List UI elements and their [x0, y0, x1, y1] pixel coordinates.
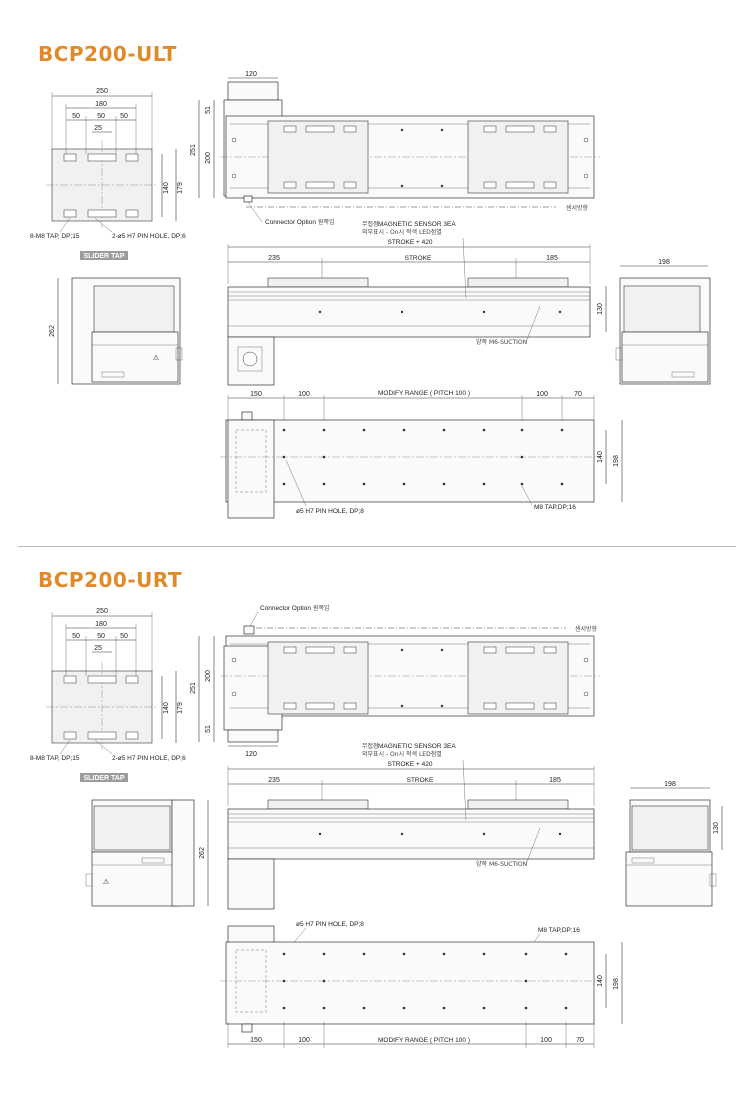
dim-179: 179 [177, 702, 184, 714]
dim-235: 235 [268, 777, 280, 784]
dim-140b: 140 [597, 451, 604, 463]
left-end-view: ⚠ 262 [85, 799, 209, 907]
drawing-ult: 250 180 50 50 50 25 140 179 8-M8 TAP, DP… [30, 71, 711, 519]
dim-50a: 50 [72, 113, 80, 120]
dim-120: 120 [245, 751, 257, 758]
dim-25: 25 [94, 125, 102, 132]
slider-top-view: 250 180 50 50 50 25 140 179 8-M8 TAP, DP… [30, 88, 186, 260]
label-sensor-direction: 센서방향 [566, 204, 589, 212]
dim-179: 179 [177, 182, 184, 194]
dim-262: 262 [199, 847, 206, 859]
dim-140b: 140 [597, 975, 604, 987]
dim-185: 185 [549, 777, 561, 784]
dim-198: 198 [658, 259, 670, 266]
dim-250: 250 [96, 88, 108, 95]
dim-70: 70 [574, 391, 582, 398]
label-sensor-direction: 센서방향 [575, 625, 598, 633]
label-stroke-420: STROKE + 420 [388, 239, 433, 246]
label-pin-hole-2: 2-ø5 H7 PIN HOLE, DP;6 [112, 755, 186, 762]
dim-198: 198 [664, 781, 676, 788]
dim-250: 250 [96, 608, 108, 615]
left-end-view: ⚠ 262 [49, 277, 183, 385]
label-stroke: STROKE [405, 255, 432, 262]
svg-text:⚠: ⚠ [103, 878, 109, 886]
label-connector-ko: 원쪽임 [318, 218, 335, 226]
label-suction: 양쪽 M6-SUCTION [476, 338, 527, 346]
dim-100b: 100 [540, 1037, 552, 1044]
dim-100a: 100 [298, 391, 310, 398]
dim-262: 262 [49, 325, 56, 337]
dim-140: 140 [163, 702, 170, 714]
label-suction: 양쪽 M6-SUCTION [476, 860, 527, 868]
slider-tap-badge: SLIDER TAP [83, 775, 124, 782]
dim-50b: 50 [97, 633, 105, 640]
label-connector: Connector Option [260, 605, 311, 612]
section-title-urt: BCP200-URT [38, 568, 183, 592]
dim-251: 251 [190, 682, 197, 694]
label-m8-tap: M8 TAP,DP;16 [534, 504, 576, 511]
dim-180: 180 [95, 621, 107, 628]
label-sensor-sub: 외부표시 - On시 적색 LED점멸 [362, 750, 442, 758]
dim-140: 140 [163, 182, 170, 194]
label-connector: Connector Option [265, 219, 316, 226]
dim-130: 130 [597, 303, 604, 315]
dim-51: 51 [205, 106, 212, 114]
drawing-urt: 250 180 50 50 50 25 140 179 8-M8 TAP, DP… [30, 604, 723, 1048]
label-connector-ko: 원쪽임 [313, 604, 330, 612]
label-tap-m8: 8-M8 TAP, DP;15 [30, 755, 80, 762]
label-modify-range: MODIFY RANGE ( PITCH 100 ) [378, 1037, 470, 1044]
bottom-view: ø5 H7 PIN HOLE, DP;8 M8 TAP,DP;16 140 19… [220, 921, 623, 1048]
main-side-view: 무접점 MAGNETIC SENSOR 3EA 외부표시 - On시 적색 LE… [227, 742, 595, 910]
label-m8-tap: M8 TAP,DP;16 [538, 927, 580, 934]
label-magnetic-sensor: MAGNETIC SENSOR 3EA [378, 743, 456, 750]
label-pin-hole-5: ø5 H7 PIN HOLE, DP;8 [296, 921, 364, 928]
dim-50c: 50 [120, 633, 128, 640]
right-end-view: 198 130 [597, 259, 711, 385]
dim-235: 235 [268, 255, 280, 262]
dim-25: 25 [94, 645, 102, 652]
dim-185: 185 [546, 255, 558, 262]
dim-150: 150 [250, 391, 262, 398]
label-sensor-sub: 외부표시 - On시 적색 LED점멸 [362, 228, 442, 236]
dim-200: 200 [205, 152, 212, 164]
dim-198b: 198 [613, 455, 620, 467]
main-top-view: 센서방향 120 51 200 251 Connector Option 원쪽임 [190, 71, 600, 226]
right-end-view: 198 130 [625, 781, 723, 907]
section-title-ult: BCP200-ULT [38, 42, 177, 66]
dim-50a: 50 [72, 633, 80, 640]
dim-100a: 100 [298, 1037, 310, 1044]
dim-120: 120 [245, 71, 257, 78]
slider-top-view: 250 180 50 50 50 25 140 179 8-M8 TAP, DP… [30, 608, 186, 782]
dim-50c: 50 [120, 113, 128, 120]
dim-51: 51 [205, 725, 212, 733]
label-pin-hole-5: ø5 H7 PIN HOLE, DP;8 [296, 508, 364, 515]
label-magnetic-sensor: MAGNETIC SENSOR 3EA [378, 221, 456, 228]
dim-200: 200 [205, 670, 212, 682]
dim-198b: 198 [613, 978, 620, 990]
dim-150: 150 [250, 1037, 262, 1044]
dim-50b: 50 [97, 113, 105, 120]
bottom-view: MODIFY RANGE ( PITCH 100 ) 150 100 100 7… [220, 390, 623, 519]
dim-180: 180 [95, 101, 107, 108]
main-side-view: 무접점 MAGNETIC SENSOR 3EA 외부표시 - On시 적색 LE… [227, 220, 591, 386]
slider-tap-badge: SLIDER TAP [83, 253, 124, 260]
dim-130: 130 [713, 822, 720, 834]
label-sensor-ko: 무접점 [362, 742, 379, 750]
label-pin-hole-2: 2-ø5 H7 PIN HOLE, DP;6 [112, 233, 186, 240]
svg-text:⚠: ⚠ [153, 354, 159, 362]
label-stroke: STROKE [407, 777, 434, 784]
dim-100b: 100 [536, 391, 548, 398]
dim-70: 70 [576, 1037, 584, 1044]
label-stroke-420: STROKE + 420 [388, 761, 433, 768]
section-divider [18, 546, 736, 547]
main-top-view: Connector Option 원쪽임 센서방향 251 200 51 120 [190, 604, 600, 758]
label-modify-range: MODIFY RANGE ( PITCH 100 ) [378, 390, 470, 397]
dim-251: 251 [190, 144, 197, 156]
label-sensor-ko: 무접점 [362, 220, 379, 228]
label-tap-m8: 8-M8 TAP, DP;15 [30, 233, 80, 240]
